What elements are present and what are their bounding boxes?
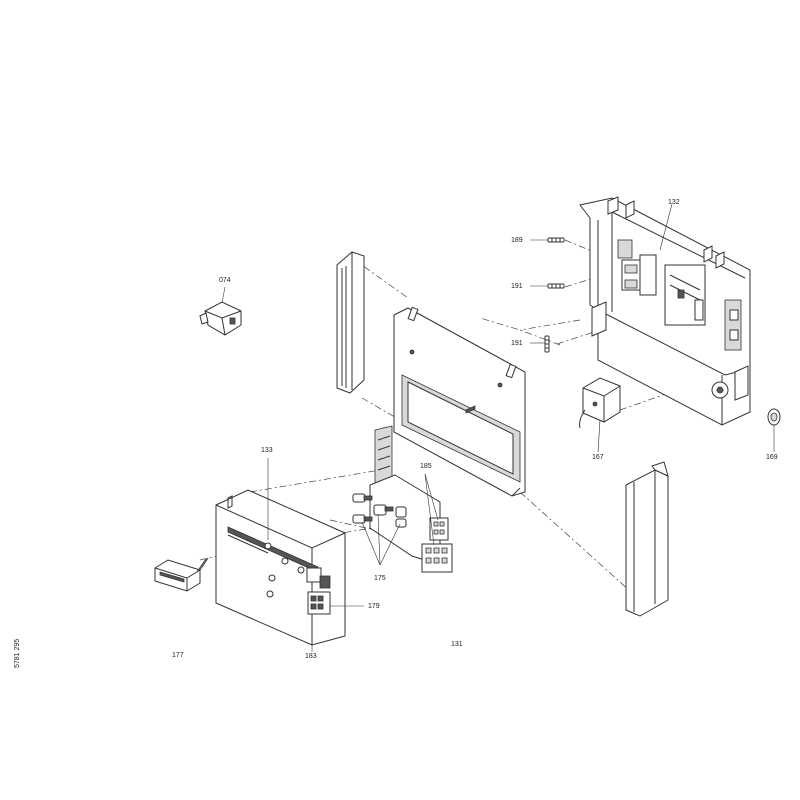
part-169-grommet [767,408,781,452]
part-177-module [154,557,209,592]
part-167-actuator [579,377,621,453]
knob-1 [352,493,373,503]
part-label-169: 169 [766,454,778,461]
part-label-132: 132 [668,199,680,206]
screw-191-upper [530,283,565,289]
knob-2 [352,514,373,524]
part-label-183: 183 [305,653,317,660]
screw-191-lower [530,335,550,353]
central-frame [393,306,526,497]
front-panel [215,458,364,652]
part-label-185: 185 [420,463,432,470]
part-label-175: 175 [374,575,386,582]
part-label-131: 131 [451,641,463,648]
part-label-074: 074 [219,277,231,284]
knob-3 [373,504,394,516]
part-label-191-lower: 191 [511,340,523,347]
part-label-179: 179 [368,603,380,610]
part-label-189: 189 [511,237,523,244]
part-label-133: 133 [261,447,273,454]
part-074-connector [199,286,242,336]
part-label-177: 177 [172,652,184,659]
knob-4 [395,506,407,528]
left-side-strip [336,251,365,394]
screws [530,237,565,353]
part-132-housing [579,196,751,426]
screw-189 [530,237,565,243]
pcb-board [352,425,453,573]
part-131-side-panel [625,461,669,617]
part-label-191-upper: 191 [511,283,523,290]
part-label-167: 167 [592,454,604,461]
document-number: 5781 295 [14,638,21,668]
